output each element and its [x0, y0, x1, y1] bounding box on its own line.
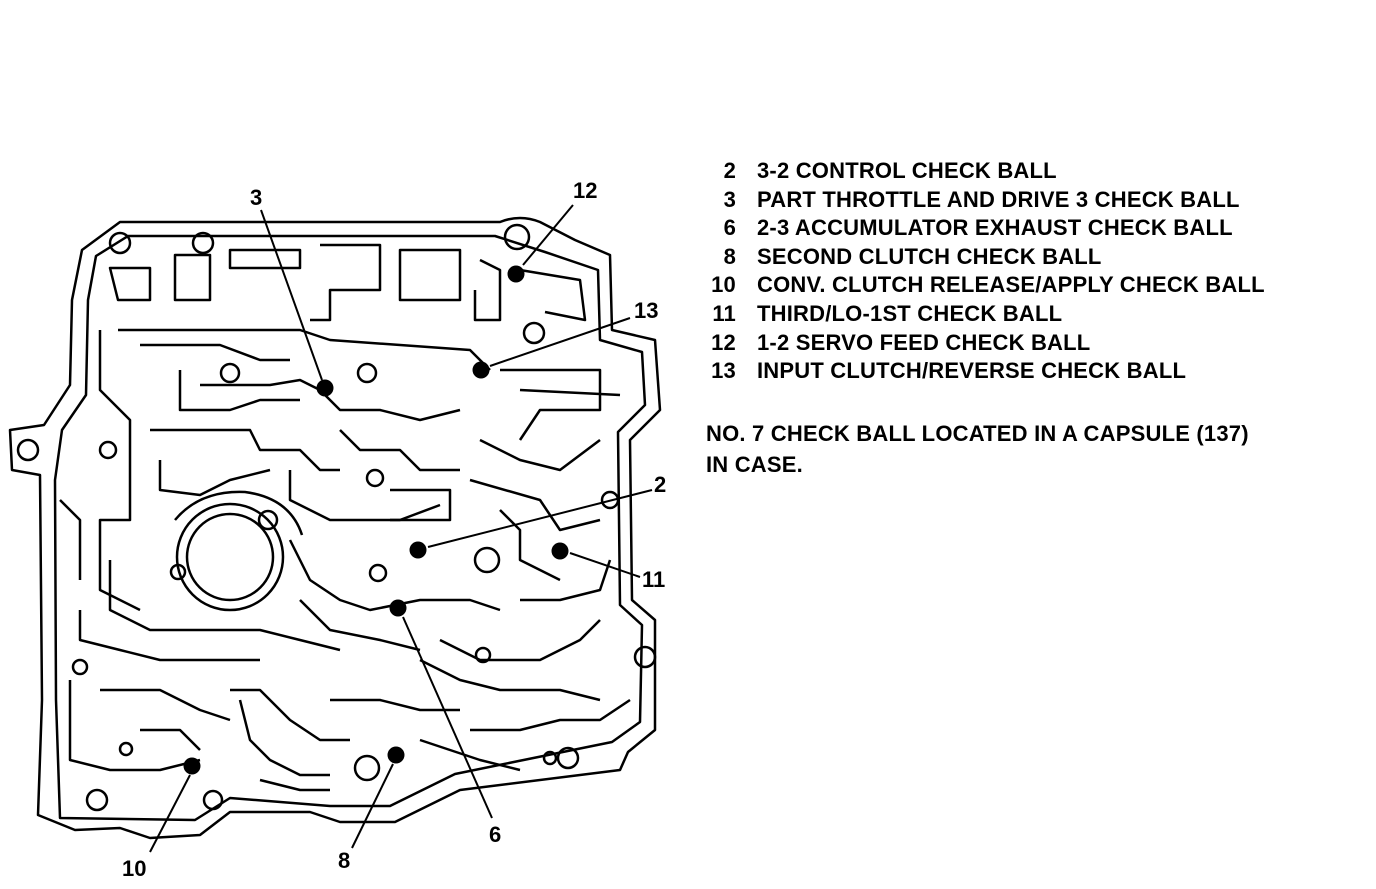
legend-label: SECOND CLUTCH CHECK BALL — [757, 243, 1102, 269]
plate-inner-outline — [53, 234, 647, 822]
callout-8: 8 — [338, 848, 350, 873]
callout-13: 13 — [634, 298, 658, 323]
legend-row: 10 CONV. CLUTCH RELEASE/APPLY CHECK BALL — [706, 271, 1265, 300]
legend-number: 6 — [723, 215, 736, 241]
bolt-hole — [108, 231, 132, 255]
leader-line-8 — [351, 763, 394, 849]
check-ball-12 — [507, 265, 525, 283]
legend-label: THIRD/LO-1ST CHECK BALL — [757, 300, 1063, 326]
legend-label: 2-3 ACCUMULATOR EXHAUST CHECK BALL — [757, 215, 1233, 241]
legend-number: 2 — [723, 158, 736, 183]
check-ball-legend: 2 3-2 CONTROL CHECK BALL 3 PART THROTTLE… — [706, 157, 1265, 386]
check-ball-6 — [389, 599, 407, 617]
legend-label: CONV. CLUTCH RELEASE/APPLY CHECK BALL — [757, 272, 1265, 298]
legend-row: 3 PART THROTTLE AND DRIVE 3 CHECK BALL — [706, 186, 1265, 215]
leader-line-12 — [522, 204, 574, 266]
legend-number: 11 — [712, 300, 736, 326]
leader-line-13 — [489, 317, 631, 367]
legend-row: 13 INPUT CLUTCH/REVERSE CHECK BALL — [706, 357, 1265, 386]
legend-label: INPUT CLUTCH/REVERSE CHECK BALL — [757, 358, 1187, 384]
check-ball-11 — [551, 542, 569, 560]
legend-row: 12 1-2 SERVO FEED CHECK BALL — [706, 329, 1265, 358]
legend-number: 8 — [723, 243, 736, 269]
legend-label: 3-2 CONTROL CHECK BALL — [757, 158, 1057, 183]
legend-label: PART THROTTLE AND DRIVE 3 CHECK BALL — [757, 186, 1240, 212]
callout-2: 2 — [654, 472, 666, 497]
note-line-2: IN CASE. — [706, 452, 803, 477]
callout-3: 3 — [250, 185, 262, 210]
callout-11: 11 — [642, 567, 665, 592]
check-ball-3 — [316, 379, 334, 397]
callout-12: 12 — [573, 178, 597, 203]
leader-line-10 — [149, 774, 191, 853]
check-ball-8 — [387, 746, 405, 764]
leader-line-6 — [402, 616, 493, 819]
check-ball-10 — [183, 757, 201, 775]
check-ball-2 — [409, 541, 427, 559]
legend-number: 13 — [711, 358, 736, 384]
legend-label: 1-2 SERVO FEED CHECK BALL — [757, 329, 1091, 355]
legend-row: 8 SECOND CLUTCH CHECK BALL — [706, 243, 1265, 272]
plate-outline — [8, 216, 662, 840]
note-line-1: NO. 7 CHECK BALL LOCATED IN A CAPSULE (1… — [706, 421, 1249, 446]
legend-row: 2 3-2 CONTROL CHECK BALL — [706, 157, 1265, 186]
legend-number: 12 — [711, 329, 736, 355]
leader-line-3 — [260, 209, 323, 381]
check-ball-13 — [472, 361, 490, 379]
callout-6: 6 — [489, 822, 501, 847]
leader-line-11 — [569, 552, 641, 578]
capsule-note: NO. 7 CHECK BALL LOCATED IN A CAPSULE (1… — [706, 418, 1249, 480]
central-bore — [185, 512, 275, 602]
legend-row: 11 THIRD/LO-1ST CHECK BALL — [706, 300, 1265, 329]
legend-number: 3 — [723, 186, 736, 212]
callout-10: 10 — [122, 856, 146, 881]
legend-number: 10 — [711, 272, 736, 298]
legend-row: 6 2-3 ACCUMULATOR EXHAUST CHECK BALL — [706, 214, 1265, 243]
leader-line-2 — [427, 489, 653, 548]
